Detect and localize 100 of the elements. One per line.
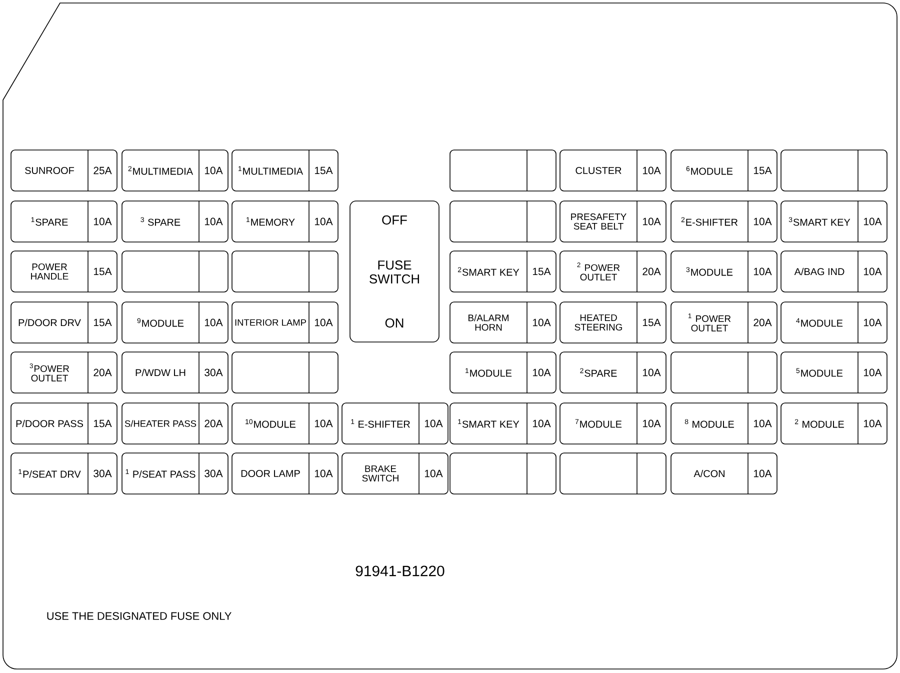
fuse-rating: 10A: [643, 166, 661, 174]
fuse-slot: [780, 402, 888, 444]
fuse-slot: [450, 402, 556, 444]
fuse-slot: [10, 250, 118, 292]
fuse-name: SUNROOF: [25, 166, 74, 174]
fuse-name: $^{2}$SPARE: [580, 368, 617, 377]
fuse-slot: [10, 452, 118, 494]
fuse-rating: 10A: [643, 420, 661, 428]
fuse-slot: [122, 452, 228, 494]
fuse-rating: 10A: [754, 420, 772, 428]
fuse-name: HEATED STEERING: [574, 314, 622, 331]
fuse-name: S/HEATER PASS: [124, 420, 196, 427]
fuse-name: $^{1}$SPARE: [31, 217, 68, 226]
fuse-rating: 20A: [204, 420, 223, 428]
fuse-slot: [232, 402, 338, 444]
fuse-slot: [10, 402, 118, 444]
fuse-rating: 10A: [864, 420, 882, 428]
fuse-name: $^{1}$MULTIMEDIA: [238, 166, 304, 175]
fuse-name: $^{6}$MODULE: [686, 166, 733, 175]
fuse-name: $^{8}$ MODULE: [684, 419, 734, 428]
fuse-rating: 10A: [533, 368, 551, 376]
fuse-name: $^{1}$MEMORY: [246, 217, 295, 226]
fuse-slot: [670, 250, 778, 292]
fuse-name: CLUSTER: [576, 166, 622, 174]
fuse-rating: 10A: [315, 420, 333, 428]
fuse-rating: 20A: [94, 368, 112, 376]
fuse-name: $^{3}$ SPARE: [140, 217, 180, 226]
fuse-name: $^{4}$MODULE: [796, 318, 843, 327]
fuse-name: $^{1}$P/SEAT DRV: [18, 469, 81, 478]
empty-fuse-slot: [780, 150, 888, 192]
fuse-slot: [780, 352, 888, 394]
fuse-name: $^{3}$SMART KEY: [788, 217, 850, 226]
fuse-slot: [670, 150, 778, 192]
fuse-slot: [342, 452, 448, 494]
fuse-slot: [10, 302, 118, 344]
fuse-name: $^{3}$MODULE: [686, 267, 733, 276]
note: USE THE DESIGNATED FUSE ONLY: [47, 612, 232, 620]
fuse-name: POWER HANDLE: [31, 263, 68, 280]
fuse-slot: [122, 352, 228, 394]
empty-fuse-slot: [450, 200, 556, 242]
fuse-rating: 10A: [754, 470, 772, 478]
fuse-rating: 30A: [204, 368, 223, 376]
fuse-name: $^{2}$ MODULE: [794, 419, 844, 428]
fuse-rating: 10A: [754, 268, 772, 276]
fuse-name: $^{9}$MODULE: [137, 318, 184, 327]
fuse-rating: 15A: [94, 268, 112, 276]
part-number: 91941-B1220: [356, 566, 444, 576]
fuse-slot: [560, 250, 666, 292]
fuse-rating: 15A: [94, 420, 112, 428]
fuse-rating: 10A: [864, 268, 882, 276]
fuse-rating: 10A: [315, 218, 333, 226]
empty-fuse-slot: [560, 452, 666, 494]
fuse-slot: [670, 452, 778, 494]
fuse-slot: [10, 352, 118, 394]
fuse-slot: [670, 402, 778, 444]
fuse-rating: 15A: [315, 166, 333, 174]
fuse-rating: 10A: [643, 218, 661, 226]
fuse-rating: 10A: [643, 368, 661, 376]
fuse-rating: 10A: [754, 218, 772, 226]
fuse-name: $^{1}$MODULE: [466, 368, 512, 377]
fuse-rating: 10A: [864, 318, 882, 326]
fuse-slot: [780, 250, 888, 292]
fuse-slot: [450, 352, 556, 394]
fuse-rating: 25A: [94, 166, 112, 174]
fuse-name: $^{2}$SMART KEY: [458, 267, 520, 276]
switch-label: ON: [385, 318, 404, 328]
fuse-slot: [10, 150, 118, 192]
fuse-slot: [232, 302, 338, 344]
fuse-slot: [780, 200, 888, 242]
fuse-name: A/BAG IND: [794, 268, 844, 276]
fuse-slot: [450, 250, 556, 292]
fuse-rating: 10A: [864, 368, 882, 376]
fuse-slot: [122, 302, 228, 344]
fuse-name: $^{1}$SMART KEY: [458, 419, 520, 428]
empty-fuse-slot: [122, 250, 228, 292]
fuse-rating: 10A: [205, 318, 223, 326]
fuse-name: INTERIOR LAMP: [235, 319, 306, 326]
switch-label: OFF: [382, 215, 407, 225]
fuse-slot: [122, 150, 228, 192]
fuse-rating: 30A: [94, 470, 112, 478]
fuse-name: $^{7}$MODULE: [575, 419, 622, 428]
fuse-slot: [560, 302, 666, 344]
fuse-slot: [10, 200, 118, 242]
fuse-slot: [560, 200, 666, 242]
empty-fuse-slot: [450, 150, 556, 192]
fuse-slot: [122, 402, 228, 444]
fuse-slot: [670, 302, 778, 344]
fuse-rating: 10A: [533, 420, 551, 428]
fuse-slot: [670, 200, 778, 242]
fuse-rating: 10A: [864, 218, 882, 226]
empty-fuse-slot: [232, 250, 338, 292]
fuse-slot: [232, 200, 338, 242]
fuse-rating: 10A: [425, 470, 443, 478]
fuse-slot: [342, 402, 448, 444]
fuse-rating: 30A: [204, 470, 223, 478]
fuse-rating: 15A: [533, 268, 551, 276]
fuse-name: $^{10}$MODULE: [246, 419, 296, 428]
fuse-name: BRAKE SWITCH: [362, 465, 398, 482]
fuse-name: B/ALARM HORN: [468, 314, 508, 331]
empty-fuse-slot: [450, 452, 556, 494]
